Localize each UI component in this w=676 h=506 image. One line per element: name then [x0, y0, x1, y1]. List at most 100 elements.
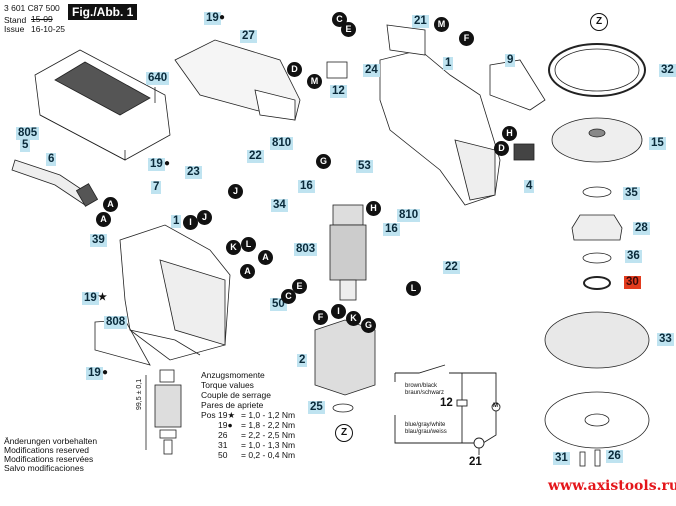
part-label[interactable]: 31 — [553, 452, 570, 465]
part-label[interactable]: 805 — [16, 127, 40, 140]
connector-a: A — [240, 264, 255, 279]
connector-e: E — [341, 22, 356, 37]
torque-value: = 1,8 - 2,2 Nm — [241, 420, 296, 430]
part-number: 3 601 C87 500 — [4, 3, 60, 13]
part-label[interactable]: 34 — [271, 199, 288, 212]
part-label[interactable]: 36 — [625, 250, 642, 263]
torque-value: = 1,0 - 1,2 Nm — [241, 410, 296, 420]
torque-title-fr: Couple de serrage — [201, 390, 271, 400]
connector-k: K — [226, 240, 241, 255]
old-date: 15-09 — [31, 14, 53, 24]
part-label[interactable]: 5 — [20, 139, 31, 152]
disclaimer-de: Änderungen vorbehalten — [4, 436, 98, 446]
connector-h: H — [502, 126, 517, 141]
part-label[interactable]: 640 — [146, 72, 170, 85]
torque-marker-dot: ● — [219, 12, 226, 23]
armature-dimension: 99,5 ± 0,1 — [136, 378, 143, 410]
torque-value: = 1,0 - 1,3 Nm — [241, 440, 296, 450]
connector-i: I — [331, 304, 346, 319]
spacer — [136, 295, 151, 310]
switch-4 — [513, 143, 535, 161]
torque-pos: Pos 19★ — [201, 410, 236, 420]
part-label[interactable]: 15 — [649, 137, 666, 150]
part-label[interactable]: 19 — [148, 158, 165, 171]
sanding-pad-33 — [544, 311, 650, 369]
connector-a: A — [103, 197, 118, 212]
wire-label-blue: blue/gray/white blau/grau/weiss — [405, 422, 447, 435]
torque-marker-dot: ● — [164, 158, 171, 169]
connector-d: D — [494, 141, 509, 156]
connector-g: G — [316, 154, 331, 169]
torque-value: = 2,2 - 2,5 Nm — [241, 430, 296, 440]
part-label[interactable]: 19 — [86, 367, 103, 380]
part-label[interactable]: 33 — [657, 333, 674, 346]
pad-9 — [489, 59, 546, 111]
motor-symbol: M — [493, 403, 498, 409]
part-label[interactable]: 810 — [270, 137, 294, 150]
part-label[interactable]: 24 — [363, 64, 380, 77]
connector-e: E — [292, 279, 307, 294]
part-label[interactable]: 12 — [330, 85, 347, 98]
washer-36 — [582, 252, 612, 264]
connector-h: H — [366, 201, 381, 216]
connector-f: F — [459, 31, 474, 46]
connector-c: C — [281, 289, 296, 304]
part-label[interactable]: 2 — [297, 354, 308, 367]
part-label[interactable]: 810 — [397, 209, 421, 222]
armature — [329, 204, 367, 301]
part-label[interactable]: 21 — [412, 15, 429, 28]
bearing-30 — [583, 276, 611, 290]
part-label[interactable]: 16 — [383, 223, 400, 236]
watermark-link[interactable]: www.axistools.ru — [548, 478, 676, 494]
part-label[interactable]: 4 — [524, 180, 535, 193]
stator — [314, 319, 376, 413]
connector-z: Z — [590, 13, 608, 31]
part-label[interactable]: 39 — [90, 234, 107, 247]
capacitor-label: 12 — [440, 397, 453, 409]
part-label-highlighted[interactable]: 30 — [624, 276, 641, 289]
torque-title-de: Anzugsmomente — [201, 370, 265, 380]
connector-l: L — [241, 237, 256, 252]
part-label[interactable]: 28 — [633, 222, 650, 235]
torque-title-en: Torque values — [201, 380, 254, 390]
torque-marker-dot: ● — [102, 367, 109, 378]
connector-k: K — [346, 311, 361, 326]
connector-a: A — [258, 250, 273, 265]
part-label[interactable]: 808 — [104, 316, 128, 329]
part-label[interactable]: 19 — [82, 292, 99, 305]
part-label[interactable]: 53 — [356, 160, 373, 173]
part-label[interactable]: 22 — [443, 261, 460, 274]
issue-date: 16-10-25 — [31, 24, 66, 34]
part-label[interactable]: 1 — [171, 215, 182, 228]
connector-j: J — [197, 210, 212, 225]
part-label[interactable]: 25 — [308, 401, 325, 414]
connector-m: M — [307, 74, 322, 89]
power-cable — [11, 159, 99, 207]
part-label[interactable]: 35 — [623, 187, 640, 200]
part-label[interactable]: 19 — [204, 12, 221, 25]
connector-j: J — [228, 184, 243, 199]
part-label[interactable]: 16 — [298, 180, 315, 193]
part-label[interactable]: 27 — [240, 30, 257, 43]
part-label[interactable]: 23 — [185, 166, 202, 179]
part-label[interactable]: 7 — [151, 181, 162, 194]
part-label[interactable]: 26 — [606, 450, 623, 463]
top-cover — [174, 39, 301, 121]
stand-label: Stand — [4, 15, 27, 25]
ring-32 — [548, 43, 646, 97]
torque-pos: 50 — [218, 450, 228, 460]
part-label[interactable]: 803 — [294, 243, 318, 256]
figure-title: Fig./Abb. 1 — [68, 4, 138, 20]
disclaimer-fr: Modifications reservées — [4, 454, 94, 464]
part-label[interactable]: 6 — [46, 153, 57, 166]
part-label[interactable]: 22 — [247, 150, 264, 163]
part-label[interactable]: 32 — [659, 64, 676, 77]
connector-a: A — [96, 212, 111, 227]
torque-title-es: Pares de apriete — [201, 400, 264, 410]
part-label[interactable]: 1 — [443, 57, 454, 70]
armature-detail — [145, 369, 182, 455]
disclaimer-es: Salvo modificaciones — [4, 463, 84, 473]
part-label[interactable]: 9 — [505, 54, 516, 67]
motor-housing-right — [379, 49, 501, 206]
